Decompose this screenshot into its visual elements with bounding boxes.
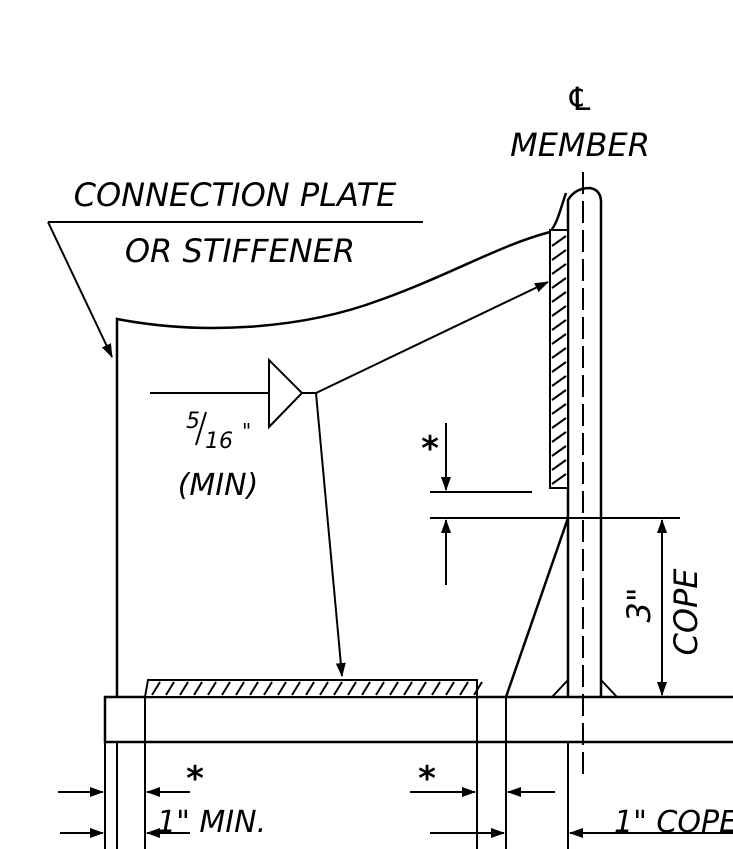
gap-symbol-right: * — [418, 759, 436, 799]
bottom-extension-lines — [104, 697, 569, 849]
weld-hatch-line — [431, 681, 441, 696]
bottom-dimension-arrows — [58, 787, 733, 838]
weld-hatch-line — [551, 263, 567, 275]
gap-symbol-upper: * — [421, 429, 439, 469]
weld-hatch-line — [207, 681, 217, 696]
cope-label: COPE — [667, 568, 705, 656]
gap-symbol-left: * — [186, 759, 204, 799]
weld-hatch-line — [551, 277, 567, 289]
weld-hatch-line — [551, 333, 567, 345]
vertical-fillet-weld — [549, 229, 569, 489]
weld-hatch-line — [403, 681, 413, 696]
connection-label-line2: OR STIFFENER — [125, 232, 355, 270]
weld-hatch-line — [165, 681, 175, 696]
gap-dimension — [430, 423, 580, 585]
weld-hatch-line — [263, 681, 273, 696]
weld-hatch-line — [551, 445, 567, 457]
member-flange — [103, 695, 733, 744]
weld-hatch-line — [551, 235, 567, 247]
weld-hatch-line — [193, 681, 203, 696]
weld-hatch-line — [375, 681, 385, 696]
weld-hatch-line — [551, 375, 567, 387]
cope-edge-line — [504, 517, 570, 698]
weld-hatch-line — [347, 681, 357, 696]
member-label: MEMBER — [510, 126, 650, 164]
weld-hatch-line — [473, 681, 483, 696]
weld-hatch-line — [551, 431, 567, 443]
weld-size-label: 5 16 " — [186, 409, 251, 454]
weld-hatch-line — [551, 403, 567, 415]
weld-hatch-line — [551, 473, 567, 485]
weld-size-numerator: 5 — [186, 409, 200, 434]
weld-hatch-line — [249, 681, 259, 696]
connection-plate-outline — [115, 192, 568, 697]
weld-hatch-line — [319, 681, 329, 696]
weld-hatch-line — [151, 681, 161, 696]
weld-hatch-line — [551, 291, 567, 303]
weld-hatch-line — [551, 417, 567, 429]
weld-hatch-line — [417, 681, 427, 696]
connection-label-leader — [47, 221, 423, 358]
left-min-label: 1" MIN. — [157, 805, 266, 840]
weld-hatch-line — [445, 681, 455, 696]
weld-hatch-line — [551, 347, 567, 359]
weld-hatch-line — [221, 681, 231, 696]
cope-dimension-value: 3" — [620, 587, 658, 622]
weld-hatch-line — [235, 681, 245, 696]
weld-hatch-line — [551, 319, 567, 331]
weld-hatch-line — [551, 305, 567, 317]
weld-symbol — [150, 281, 549, 677]
weld-size-denominator: 16 — [205, 429, 233, 454]
connection-label-line1: CONNECTION PLATE — [74, 176, 397, 214]
weld-hatch-line — [291, 681, 301, 696]
weld-hatch-line — [277, 681, 287, 696]
weld-hatch-line — [551, 459, 567, 471]
weld-hatch-line — [333, 681, 343, 696]
weld-hatch-line — [361, 681, 371, 696]
weld-hatch-line — [305, 681, 315, 696]
member-web — [566, 186, 603, 697]
weld-hatch-line — [459, 681, 469, 696]
weld-min-label: (MIN) — [178, 468, 259, 503]
cope-dimension — [580, 517, 680, 696]
weld-size-unit: " — [242, 419, 251, 443]
web-base-fillet — [551, 679, 618, 698]
weld-hatch-line — [551, 361, 567, 373]
weld-hatch-line — [179, 681, 189, 696]
right-cope-label: 1" COPE — [614, 805, 733, 840]
centerline-symbol: ℄ — [566, 80, 595, 118]
weld-hatch-line — [389, 681, 399, 696]
bottom-fillet-weld — [143, 679, 483, 698]
weld-hatch-line — [551, 389, 567, 401]
weld-hatch-line — [551, 249, 567, 261]
